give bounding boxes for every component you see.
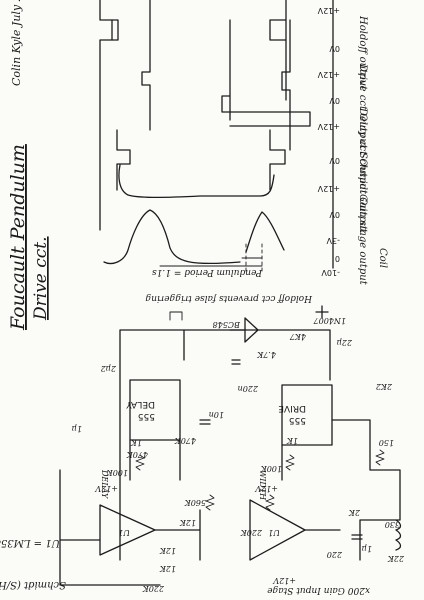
svg-text:-10V: -10V xyxy=(321,268,340,277)
comp-label: 2K xyxy=(348,508,361,517)
row-label: Delay cct Output xyxy=(357,107,368,195)
level-labels: +12V 0V +12V 0V +12V 0V +12V 0V -3V 0 -1… xyxy=(317,6,340,277)
row-labels: Holdoff output Drive cct Output Delay cc… xyxy=(357,15,388,286)
wires xyxy=(59,439,341,586)
comp-label: 1N4007 xyxy=(313,316,346,325)
signature: Colin Kyle July 2012 xyxy=(10,0,23,86)
ic-delay xyxy=(129,379,181,441)
ic-delay-sub: DELAY xyxy=(126,399,155,409)
diode xyxy=(315,305,329,319)
component-labels: DELAY WIDTH U1 U1 U1 = LM358 Schmidt (S/… xyxy=(0,316,405,595)
gain-trace xyxy=(118,164,275,199)
opamp-schmidt xyxy=(99,504,156,556)
capacitors xyxy=(199,359,363,540)
comp-label: BC548 xyxy=(213,320,241,329)
width-label: WIDTH xyxy=(258,470,267,501)
page-subtitle: Drive cct. xyxy=(31,236,51,321)
comp-label: 470K xyxy=(174,436,197,445)
coil-symbol xyxy=(395,519,402,551)
comp-label: 4K7 xyxy=(289,332,307,341)
opamp2-label: U1 xyxy=(268,528,280,537)
comp-label: 10n xyxy=(209,410,224,419)
comp-label: 22K xyxy=(387,554,405,563)
delay-label: DELAY xyxy=(100,469,109,499)
comp-label: +12V xyxy=(254,484,278,493)
period-arrow xyxy=(159,257,263,267)
comp-label: 4.7K xyxy=(256,350,277,359)
comp-label: 1μ xyxy=(362,544,372,553)
comp-label: 220n xyxy=(238,384,259,393)
comp-label: 1K xyxy=(286,436,298,445)
gain-label: x200 Gain Input Stage xyxy=(267,585,370,595)
schmidt-label: Schmidt (S/H-ye) xyxy=(0,579,66,590)
svg-text:0V: 0V xyxy=(329,156,340,165)
comp-label: 2μ2 xyxy=(101,364,117,373)
svg-text:0: 0 xyxy=(335,254,340,263)
comp-label: 1μ xyxy=(72,424,82,433)
comp-label: +12V xyxy=(94,484,118,493)
ic-delay-name: 555 xyxy=(138,411,155,421)
delay-trace xyxy=(221,19,311,127)
coil-wire xyxy=(331,419,401,561)
svg-text:0V: 0V xyxy=(329,210,340,219)
comp-label: 100K xyxy=(260,464,282,473)
page-title: Foucault Pendulum xyxy=(7,144,29,331)
schematic xyxy=(59,305,402,586)
pulse-icon xyxy=(169,311,183,321)
comp-label: 220 xyxy=(327,550,343,559)
top-rail xyxy=(119,329,331,561)
comp-label: 330 xyxy=(385,520,400,529)
opamp1-label: U1 xyxy=(118,528,130,537)
svg-text:+12V: +12V xyxy=(317,6,340,15)
comp-label: +12V xyxy=(272,576,296,585)
coil-trace xyxy=(103,209,285,265)
ic-drive-sub: DRIVE xyxy=(278,403,306,413)
comp-label: 12K xyxy=(159,564,176,573)
ic-drive-name: 555 xyxy=(289,415,306,425)
svg-text:+12V: +12V xyxy=(317,70,340,79)
comp-label: 150 xyxy=(379,438,394,447)
comp-label: 470K xyxy=(126,450,149,459)
opamp-gain xyxy=(249,499,306,561)
holdoff-note: Holdoff cct prevents false triggering xyxy=(145,293,313,303)
comp-label: 12K xyxy=(159,546,176,555)
holdoff-pulse xyxy=(111,0,287,101)
comp-label: 220K xyxy=(142,584,165,593)
ic-labels: 555 DELAY 555 DRIVE xyxy=(126,399,306,425)
svg-text:+12V: +12V xyxy=(317,184,340,193)
drive-trace xyxy=(141,0,291,151)
transistor xyxy=(229,317,259,343)
comp-label: 220K xyxy=(240,528,263,537)
row-label: Gain stage output xyxy=(357,194,368,286)
row-label: Holdoff output xyxy=(357,15,368,91)
row-label: Coil xyxy=(377,248,388,268)
comp-label: 12K xyxy=(179,518,196,527)
waveform-area: +12V 0V +12V 0V +12V 0V +12V 0V -3V 0 -1… xyxy=(99,0,340,277)
comp-label: 560K xyxy=(184,498,206,507)
svg-text:-3V: -3V xyxy=(326,236,340,245)
comp-label: 22μ xyxy=(337,338,353,347)
comp-label: 100K xyxy=(106,468,128,477)
svg-text:+12V: +12V xyxy=(317,122,340,131)
svg-text:0V: 0V xyxy=(329,44,340,53)
comp-label: 2K2 xyxy=(376,382,393,391)
comp-label: 1K xyxy=(130,438,142,447)
opamp-part: U1 = LM358 xyxy=(0,537,60,548)
ic-drive xyxy=(281,384,333,446)
svg-text:0V: 0V xyxy=(329,96,340,105)
resistors xyxy=(135,449,385,511)
period-note: Pendulum Period = 1.1s xyxy=(152,267,263,277)
holdoff-trace xyxy=(99,0,119,231)
row-label: Drive cct Output xyxy=(357,63,368,150)
row-label: Schmidt Output xyxy=(357,152,368,234)
schmidt-trace xyxy=(116,129,286,191)
